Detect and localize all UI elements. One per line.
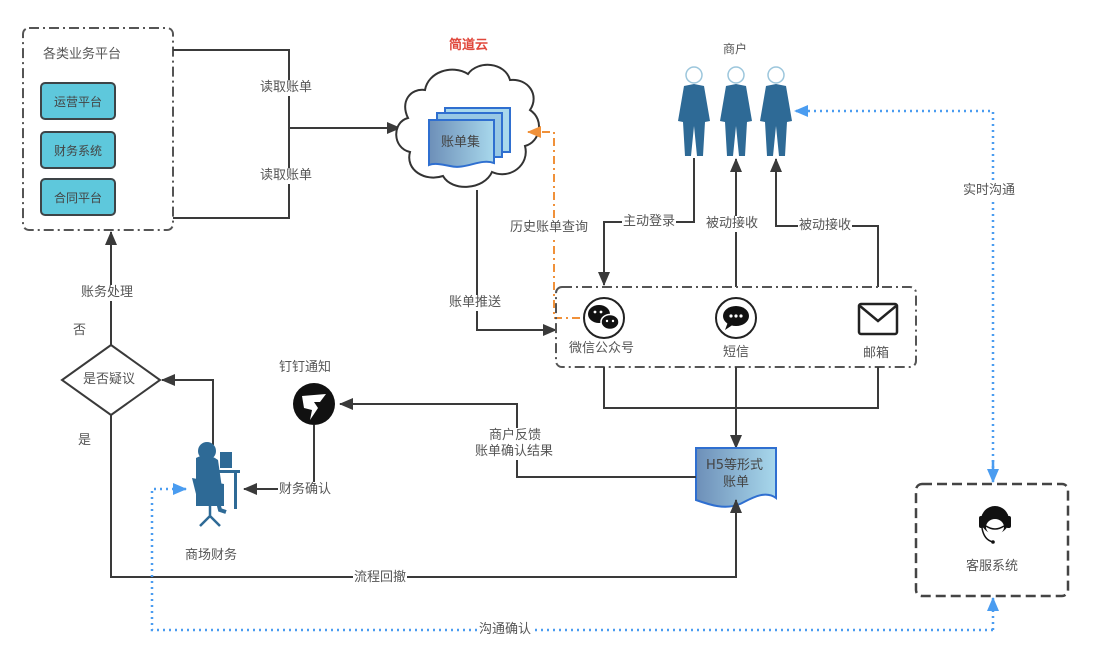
customer-service-label[interactable]: 客服系统: [966, 559, 1019, 574]
read-bill-label-1: 读取账单: [259, 80, 314, 96]
customer-service-box: [914, 482, 1070, 598]
accounting-label: 账务处理: [80, 285, 135, 301]
email-icon: [857, 302, 899, 336]
platforms-group-title: 各类业务平台: [43, 47, 122, 62]
bill-set-label: 账单集: [441, 135, 481, 150]
cloud-title: 简道云: [449, 38, 489, 53]
sms-icon: [715, 297, 757, 339]
finance-label: 商场财务: [185, 548, 238, 563]
passive-receive-label-1: 被动接收: [705, 216, 760, 232]
h5-bill-line1: H5等形式: [706, 458, 764, 473]
platform-ops[interactable]: 运营平台: [40, 82, 116, 120]
read-bill-label-2: 读取账单: [259, 168, 314, 184]
bill-push-label: 账单推送: [448, 295, 503, 311]
channel-email-label[interactable]: 邮箱: [863, 346, 890, 361]
finance-to-decision-edge: [161, 374, 214, 445]
history-query-label: 历史账单查询: [509, 220, 590, 236]
comm-confirm-edge: [150, 483, 993, 632]
headset-icon: [979, 506, 1011, 544]
merchants-label: 商户: [723, 42, 748, 56]
comm-confirm-label: 沟通确认: [478, 622, 533, 638]
dingtalk-label: 钉钉通知: [279, 360, 332, 375]
channel-sms-label[interactable]: 短信: [723, 345, 750, 360]
realtime-comm-label: 实时沟通: [962, 183, 1017, 199]
merchant-figures: [678, 66, 792, 156]
finance-confirm-edge: [243, 425, 315, 495]
read-bill-edges: [173, 49, 401, 219]
channels-to-h5-edge: [603, 367, 879, 409]
platform-contract[interactable]: 合同平台: [40, 178, 116, 216]
channel-wechat-label[interactable]: 微信公众号: [569, 341, 635, 356]
decision-yes-label: 是: [78, 433, 92, 448]
active-login-label: 主动登录: [622, 214, 677, 230]
platforms-group-border: [22, 27, 174, 231]
bill-set-icon: [428, 107, 511, 168]
merchant-feedback-label-2: 账单确认结果: [474, 444, 555, 460]
passive-receive-label-2: 被动接收: [798, 218, 853, 234]
bill-push-edge: [476, 190, 557, 336]
decision-label: 是否疑议: [83, 372, 136, 387]
wechat-icon: [583, 297, 625, 339]
realtime-comm-edge: [794, 105, 995, 480]
process-rollback-edge: [110, 415, 742, 578]
dingtalk-icon: [293, 383, 335, 425]
finance-confirm-label: 财务确认: [278, 482, 333, 498]
platform-finance[interactable]: 财务系统: [40, 131, 116, 169]
process-rollback-label: 流程回撤: [353, 570, 408, 586]
decision-no-label: 否: [73, 323, 87, 338]
finance-staff-icon: [192, 442, 240, 527]
merchant-feedback-label-1: 商户反馈: [488, 428, 543, 444]
h5-bill-line2: 账单: [723, 475, 750, 490]
history-query-edge: [527, 126, 580, 319]
